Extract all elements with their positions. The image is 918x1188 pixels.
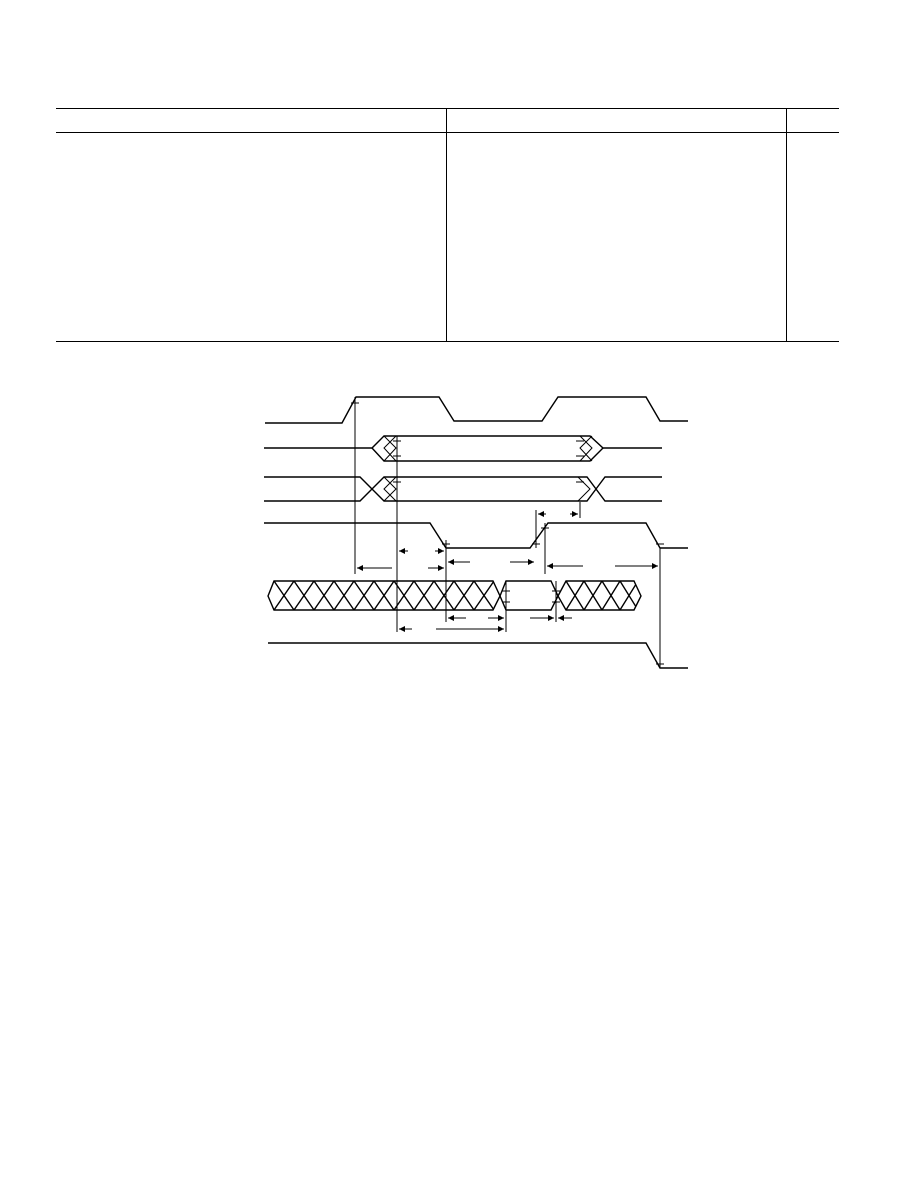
table-top-rule: [56, 108, 839, 109]
spec-table: [56, 108, 839, 342]
table-column-divider: [446, 108, 447, 341]
dimension-arrows: [357, 511, 658, 632]
table-column-divider: [786, 108, 787, 341]
clock-waveform: [265, 396, 688, 424]
bus-2-waveform: [264, 476, 662, 502]
bus-1-waveform: [264, 435, 662, 462]
table-header-rule: [56, 132, 839, 133]
output-waveform: [268, 642, 688, 669]
timing-reference-lines: [354, 397, 661, 668]
strobe-waveform: [264, 522, 688, 549]
data-bus-waveform: [267, 580, 642, 611]
edge-markers: [351, 402, 664, 665]
table-bottom-rule: [56, 341, 839, 342]
